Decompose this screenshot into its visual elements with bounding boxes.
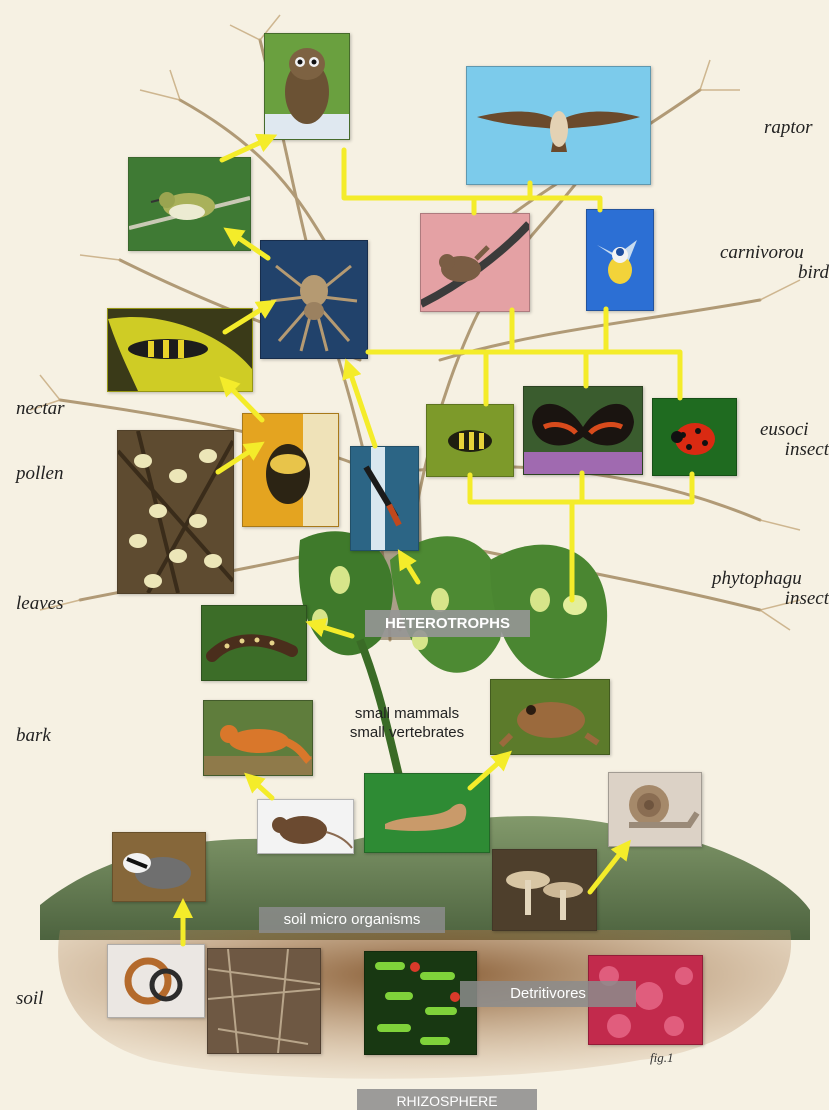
photo-ladybird [652,398,737,476]
photo-blue-tit [586,209,654,311]
wasp-icon [108,309,252,391]
label-nectar: nectar [16,398,65,420]
photo-bumblebee [242,413,339,527]
millipede-icon [108,945,204,1017]
label-bark: bark [16,725,51,747]
toad-icon [491,680,609,754]
label-carnivorous-birds: carnivorou bird [720,243,829,283]
spider-icon [261,241,367,358]
mushroom-icon [493,850,596,930]
photo-buzzard [466,66,651,185]
label-soil: soil [16,988,43,1010]
label-phytophagus-line1: phytophagu [712,569,829,589]
hoverfly-icon [427,405,513,476]
banner-soil-micro-organisms: soil micro organisms [259,907,445,933]
bumblebee-icon [243,414,338,526]
ladybird-icon [653,399,736,475]
caterpillar-icon [202,606,306,680]
photo-slug [364,773,490,853]
label-carnivorous-line1: carnivorou [720,243,829,263]
photo-hoverfly [426,404,514,477]
photo-toad [490,679,610,755]
photo-wasp [107,308,253,392]
photo-catkins [117,430,234,594]
label-eusocial-line1: eusoci [760,420,829,440]
photo-mushrooms [492,849,597,931]
photo-ichneumon [350,446,419,551]
label-leaves: leaves [16,593,63,615]
butterfly-icon [524,387,642,474]
mouse-icon [258,800,353,853]
photo-soil-litter [207,948,321,1054]
fox-icon [204,701,312,775]
photo-badger [112,832,206,902]
owl-icon [265,34,349,139]
banner-heterotrophs: HETEROTROPHS [365,610,530,637]
photo-red-admiral [523,386,643,475]
photo-millipede [107,944,205,1018]
note-small-vertebrates-line2: small vertebrates [327,723,487,742]
soil-litter-icon [208,949,320,1053]
label-phytophagus-insects: phytophagu insect [712,569,829,609]
label-phytophagus-line2: insect [712,589,829,609]
slug-icon [365,774,489,852]
label-carnivorous-line2: bird [720,263,829,283]
label-raptors: raptor [764,118,829,138]
catkins-icon [118,431,233,593]
buzzard-icon [467,67,650,184]
photo-mouse [257,799,354,854]
banner-rhizosphere: RHIZOSPHERE [357,1089,537,1110]
photo-caterpillar [201,605,307,681]
label-eusocial-insects: eusoci insect [760,420,829,460]
photo-warbler [128,157,251,251]
ichneumon-icon [351,447,418,550]
snail-icon [609,773,701,846]
photo-owl [264,33,350,140]
blue-tit-icon [587,210,653,310]
badger-icon [113,833,205,901]
label-eusocial-line2: insect [760,440,829,460]
note-small-mammals-line1: small mammals [327,704,487,723]
note-small-mammals: small mammals small vertebrates [327,704,487,742]
wren-icon [421,214,529,311]
photo-snail [608,772,702,847]
banner-detritivores: Detritivores [460,981,636,1007]
warbler-icon [129,158,250,250]
photo-fox [203,700,313,776]
figure-label: fig.1 [650,1050,673,1066]
photo-spider [260,240,368,359]
label-pollen: pollen [16,463,64,485]
photo-wren [420,213,530,312]
